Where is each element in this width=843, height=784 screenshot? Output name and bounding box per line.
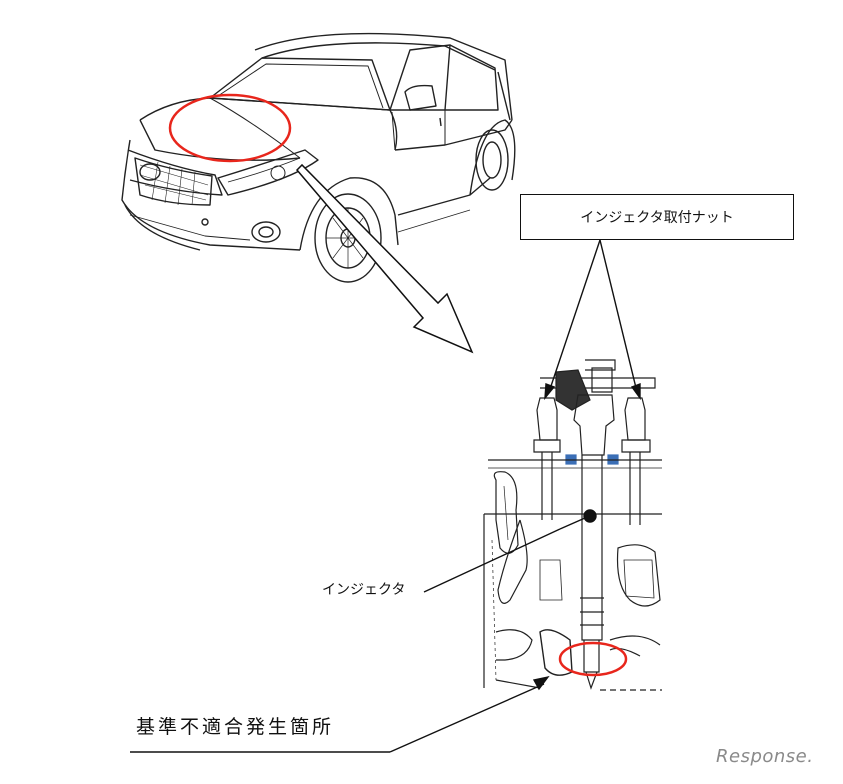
injector-label: インジェクタ	[322, 582, 406, 598]
callout-arrow	[295, 163, 474, 354]
nonconformance-location-label: 基準不適合発生箇所	[136, 716, 335, 738]
injector-nut-label: インジェクタ取付ナット	[580, 210, 734, 226]
car-drawing	[121, 32, 516, 283]
leader-lines	[130, 239, 641, 753]
injector-tip-highlight	[558, 641, 628, 677]
injector-nut-callout: インジェクタ取付ナット	[520, 194, 794, 240]
response-watermark: Response.	[716, 746, 814, 767]
hood-highlight-ellipse	[168, 93, 292, 163]
engine-cross-section	[483, 359, 662, 691]
